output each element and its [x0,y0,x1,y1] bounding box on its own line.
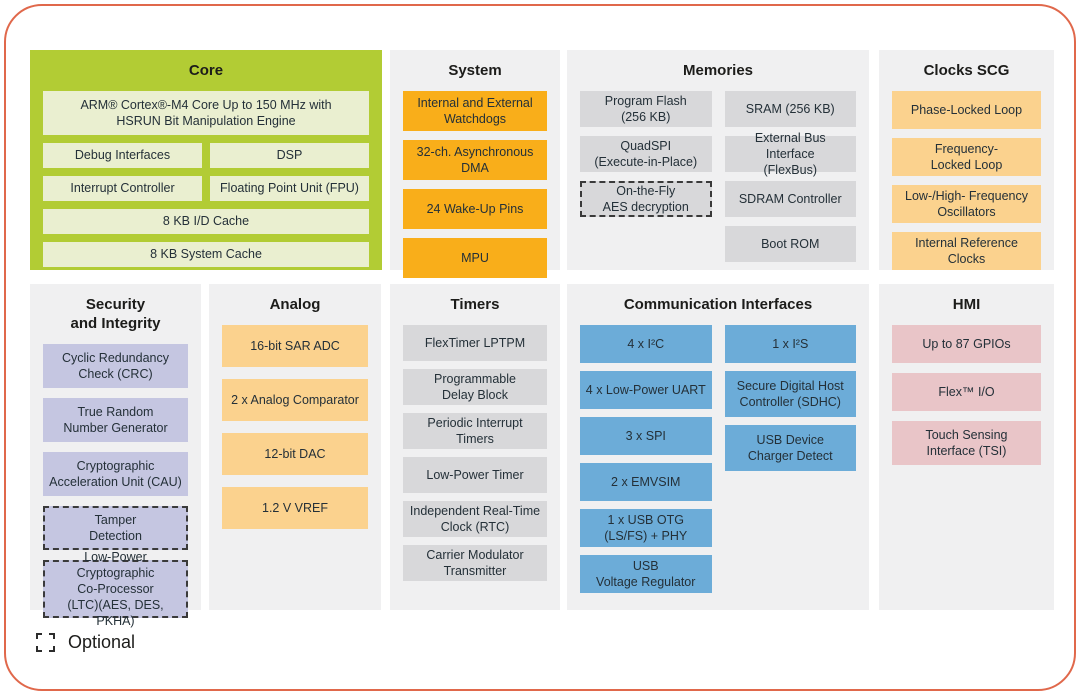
block-flex-io: Flex™ I/O [892,372,1041,411]
mcu-block-diagram-frame: Core ARM® Cortex®-M4 Core Up to 150 MHz … [4,4,1076,691]
legend-optional: Optional [36,632,135,653]
block-usb-voltage-regulator: USB Voltage Regulator [580,554,712,593]
block-debug-interfaces: Debug Interfaces [43,142,202,168]
section-memories: Memories Program Flash (256 KB) QuadSPI … [567,50,869,270]
timers-block-stack: FlexTimer LPTPM Programmable Delay Block… [403,324,547,581]
block-crc: Cyclic Redundancy Check (CRC) [43,343,188,388]
block-arm-cortex-m4-core: ARM® Cortex®-M4 Core Up to 150 MHz with … [43,90,369,135]
block-external-bus-interface: External Bus Interface (FlexBus) [724,131,856,177]
block-cau: Cryptographic Acceleration Unit (CAU) [43,451,188,496]
block-sram: SRAM (256 KB) [724,90,856,127]
block-periodic-interrupt-timers: Periodic Interrupt Timers [403,412,547,449]
block-id-cache: 8 KB I/D Cache [43,208,369,234]
section-system-title: System [448,62,502,79]
block-usb-otg: 1 x USB OTG (LS/FS) + PHY [580,508,712,547]
section-analog: Analog 16-bit SAR ADC 2 x Analog Compara… [209,284,381,610]
section-timers-title: Timers [450,296,500,313]
block-oscillators: Low-/High- Frequency Oscillators [892,184,1041,223]
hmi-block-stack: Up to 87 GPIOs Flex™ I/O Touch Sensing I… [892,324,1041,465]
block-system-cache: 8 KB System Cache [43,241,369,267]
block-quadspi: QuadSPI (Execute-in-Place) [580,135,712,172]
block-trng: True Random Number Generator [43,397,188,442]
section-comm-title: Communication Interfaces [623,296,813,313]
legend-optional-label: Optional [68,632,136,652]
block-on-the-fly-aes: On-the-Fly AES decryption [580,180,712,217]
block-mpu: MPU [403,237,547,278]
block-analog-comparator: 2 x Analog Comparator [222,378,368,421]
block-internal-reference-clocks: Internal Reference Clocks [892,231,1041,270]
section-communication-interfaces: Communication Interfaces 4 x I²C 4 x Low… [567,284,869,610]
memories-left-column: Program Flash (256 KB) QuadSPI (Execute-… [580,90,712,262]
security-block-stack: Cyclic Redundancy Check (CRC) True Rando… [43,343,188,628]
block-sdhc: Secure Digital Host Controller (SDHC) [724,370,856,417]
block-boot-rom: Boot ROM [724,225,856,262]
block-usb-charger-detect: USB Device Charger Detect [724,424,856,471]
section-system: System Internal and External Watchdogs 3… [390,50,560,278]
optional-dashed-box-icon [36,633,55,652]
block-sdram-controller: SDRAM Controller [724,180,856,217]
section-clocks-title: Clocks SCG [923,62,1010,79]
block-fpu: Floating Point Unit (FPU) [210,175,369,201]
system-block-stack: Internal and External Watchdogs 32-ch. A… [403,90,547,278]
block-spi: 3 x SPI [580,416,712,455]
block-async-dma: 32-ch. Asynchronous DMA [403,139,547,180]
section-analog-title: Analog [269,296,321,313]
section-security-integrity: Security and Integrity Cyclic Redundancy… [30,284,201,628]
comm-right-column: 1 x I²S Secure Digital Host Controller (… [724,324,856,593]
block-ltc-coprocessor: Low-Power Cryptographic Co-Processor (LT… [43,550,188,628]
block-programmable-delay: Programmable Delay Block [403,368,547,405]
analog-block-stack: 16-bit SAR ADC 2 x Analog Comparator 12-… [222,324,368,529]
block-pll: Phase-Locked Loop [892,90,1041,129]
block-emvsim: 2 x EMVSIM [580,462,712,501]
block-dac: 12-bit DAC [222,432,368,475]
block-i2s: 1 x I²S [724,324,856,363]
section-clocks-scg: Clocks SCG Phase-Locked Loop Frequency- … [879,50,1054,270]
block-low-power-timer: Low-Power Timer [403,456,547,493]
block-program-flash: Program Flash (256 KB) [580,90,712,127]
section-security-title: Security and Integrity [70,296,161,332]
block-gpios: Up to 87 GPIOs [892,324,1041,363]
section-hmi-title: HMI [952,296,981,313]
section-core: Core ARM® Cortex®-M4 Core Up to 150 MHz … [30,50,382,270]
block-fll: Frequency- Locked Loop [892,137,1041,176]
block-watchdogs: Internal and External Watchdogs [403,90,547,131]
block-vref: 1.2 V VREF [222,486,368,529]
block-sar-adc: 16-bit SAR ADC [222,324,368,367]
block-dsp: DSP [210,142,369,168]
block-rtc: Independent Real-Time Clock (RTC) [403,500,547,537]
section-hmi: HMI Up to 87 GPIOs Flex™ I/O Touch Sensi… [879,284,1054,610]
block-i2c: 4 x I²C [580,324,712,363]
block-tamper-detection: Tamper Detection [43,505,188,550]
memories-columns: Program Flash (256 KB) QuadSPI (Execute-… [580,90,856,262]
section-timers: Timers FlexTimer LPTPM Programmable Dela… [390,284,560,610]
block-tsi: Touch Sensing Interface (TSI) [892,420,1041,465]
core-block-grid: ARM® Cortex®-M4 Core Up to 150 MHz with … [43,90,369,267]
section-core-title: Core [188,62,224,79]
block-interrupt-controller: Interrupt Controller [43,175,202,201]
memories-right-column: SRAM (256 KB) External Bus Interface (Fl… [724,90,856,262]
block-lpuart: 4 x Low-Power UART [580,370,712,409]
comm-columns: 4 x I²C 4 x Low-Power UART 3 x SPI 2 x E… [580,324,856,593]
clocks-block-stack: Phase-Locked Loop Frequency- Locked Loop… [892,90,1041,270]
block-carrier-modulator: Carrier Modulator Transmitter [403,544,547,581]
section-memories-title: Memories [682,62,754,79]
comm-left-column: 4 x I²C 4 x Low-Power UART 3 x SPI 2 x E… [580,324,712,593]
block-wakeup-pins: 24 Wake-Up Pins [403,188,547,229]
block-flextimer: FlexTimer LPTPM [403,324,547,361]
